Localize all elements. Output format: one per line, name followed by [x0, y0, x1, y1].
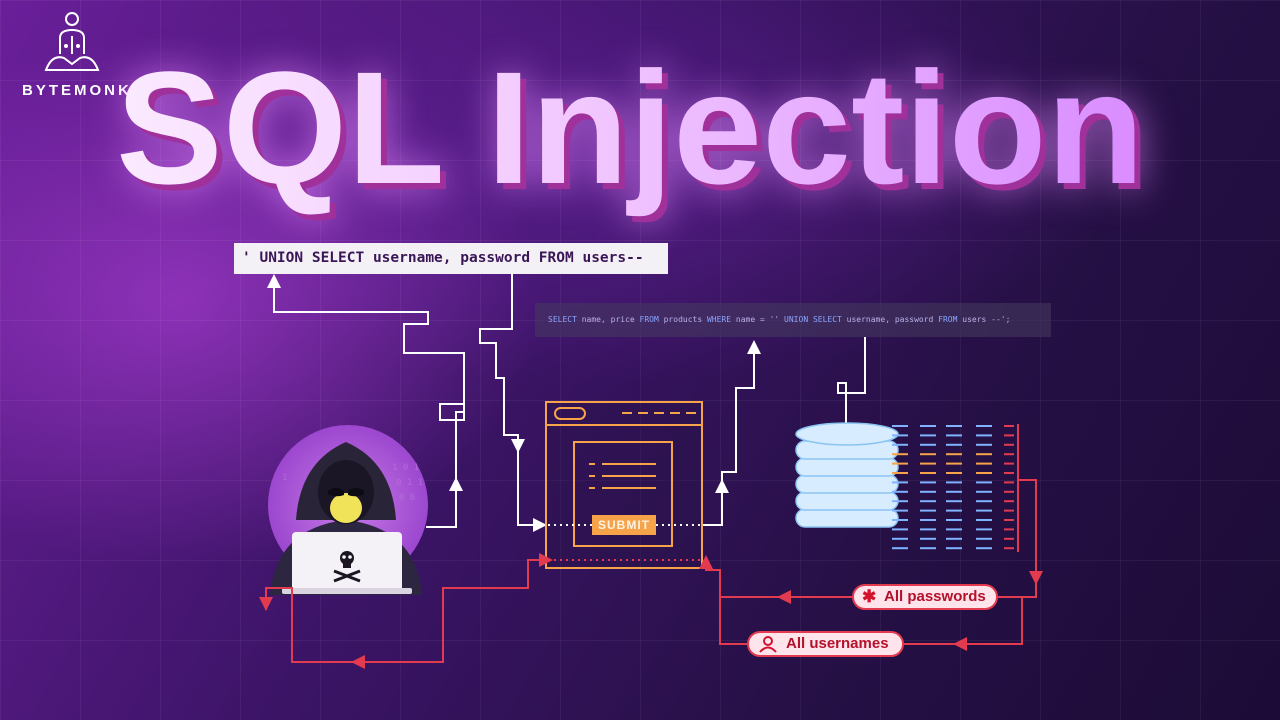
asterisk-icon: ✱ [862, 587, 877, 606]
user-icon [759, 636, 777, 653]
hacker-illustration: 1 0 1 0 1 1 1 0 0 1 [268, 425, 428, 595]
database-icon [795, 422, 899, 528]
resulting-sql-query: SELECT name, price FROM products WHERE n… [535, 303, 1051, 337]
svg-text:1 0 0: 1 0 0 [388, 493, 415, 503]
skull-icon [333, 551, 361, 583]
page-title: SQL Injection [116, 38, 1145, 217]
brand-name: BYTEMONK [22, 82, 132, 99]
svg-text:1: 1 [282, 473, 287, 483]
all-passwords-badge: ✱ All passwords [852, 584, 998, 610]
sql-payload-input: ' UNION SELECT username, password FROM u… [234, 243, 668, 274]
meditating-monk-icon [44, 12, 100, 71]
brand-logo: BYTEMONK [22, 10, 132, 99]
svg-text:1 0 1: 1 0 1 [392, 463, 419, 473]
submit-button: SUBMIT [592, 515, 656, 535]
all-passwords-label: All passwords [884, 588, 986, 605]
leaked-data-table [892, 424, 1019, 552]
svg-text:0 1 1: 0 1 1 [396, 478, 423, 488]
login-form-window [545, 401, 703, 569]
all-usernames-badge: All usernames [747, 631, 904, 657]
all-usernames-label: All usernames [786, 635, 889, 652]
